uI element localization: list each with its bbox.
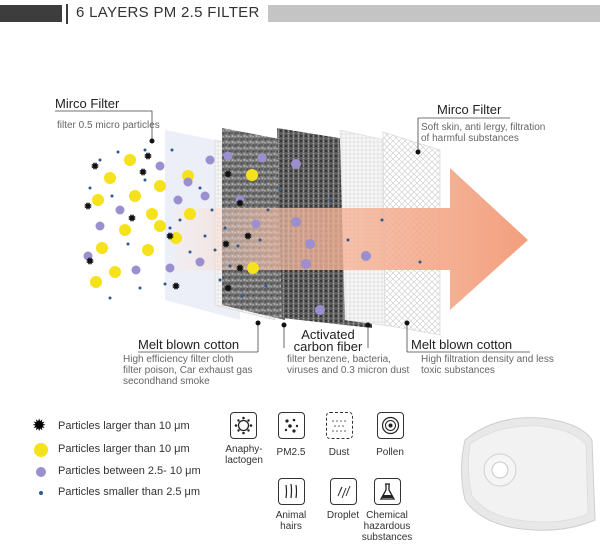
svg-text:✹: ✹ [85,255,94,268]
legend-label: Particles larger than 10 μm [58,443,190,455]
svg-text:✹: ✹ [90,160,99,173]
animal-hairs-label-1: Animal [275,510,307,521]
melt-blown-left-desc-2: filter poison, Car exhaust gas [123,365,253,376]
particles-cloud: ✹✹✹ ✹✹✹ ✹✹✹ ✹✹✹ ✹✹ [83,148,422,315]
svg-text:✹: ✹ [127,212,136,225]
chemical-flask-icon [374,478,401,505]
anaphylactogen-label-2: lactogen [225,455,263,466]
melt-blown-left-title: Melt blown cotton [138,337,240,352]
svg-text:✹: ✹ [165,230,174,243]
pollen-label: Pollen [376,447,404,458]
yellow-dot-icon [34,443,48,457]
micro-filter-right-title: Mirco Filter [437,102,502,117]
micro-filter-right-desc-1: Soft skin, anti lergy, filtration [421,122,546,133]
micro-filter-left-title: Mirco Filter [55,96,120,111]
micro-filter-right-desc-2: of harmful substances [421,133,519,144]
svg-text:✹: ✹ [235,197,244,210]
header-bar-right [268,5,600,22]
chemical-label-1: Chemical [366,510,408,521]
droplet-label: Droplet [326,510,360,521]
legend-label: Particles smaller than 2.5 μm [58,486,201,498]
svg-text:✹: ✹ [235,262,244,275]
carbon-fiber-desc-1: filter benzene, bacteria, [287,354,391,365]
melt-blown-right-title: Melt blown cotton [411,337,513,352]
pm25-icon [278,412,305,439]
chemical-label-2: hazardous [363,521,411,532]
melt-blown-left-desc-3: secondhand smoke [123,376,210,387]
filter-layers-diagram: ✹✹✹ ✹✹✹ ✹✹✹ ✹✹✹ ✹✹ [55,110,530,353]
melt-blown-right-desc-1: High filtration density and less [421,354,554,365]
header-divider [66,4,68,24]
pollen-icon [377,412,404,439]
carbon-fiber-desc-2: viruses and 0.3 micron dust [287,365,410,376]
melt-blown-left-desc-1: High efficiency filter cloth [123,354,234,365]
carbon-fiber-title-2: carbon fiber [293,339,363,354]
page-title: 6 LAYERS PM 2.5 FILTER [76,4,260,21]
gear-particle-icon: ✹ [32,416,47,436]
animal-hairs-icon [278,478,305,505]
micro-filter-left-desc: filter 0.5 micro particles [57,120,160,131]
svg-text:✹: ✹ [171,280,180,293]
anaphylactogen-icon [230,412,257,439]
small-dot-icon [39,491,43,495]
svg-text:✹: ✹ [143,150,152,163]
legend-label: Particles between 2.5- 10 μm [58,465,201,477]
svg-text:✹: ✹ [243,230,252,243]
chemical-label-3: substances [361,532,413,543]
purple-dot-icon [36,467,46,477]
filter-pad-image [461,417,596,531]
carbon-fiber-title-1: Activated [301,327,355,342]
dust-label: Dust [328,447,350,458]
melt-blown-right-desc-2: toxic substances [421,365,495,376]
svg-text:✹: ✹ [83,200,92,213]
animal-hairs-label-2: hairs [280,521,302,532]
svg-text:✹: ✹ [221,238,230,251]
leader-line-micro-left [55,110,153,140]
legend-label: Particles larger than 10 μm [58,420,190,432]
dust-icon [326,412,353,439]
anaphylactogen-label-1: Anaphy- [225,444,263,455]
droplet-icon [330,478,357,505]
airflow-arrow [175,168,528,310]
header-bar-left [0,5,62,22]
svg-text:✹: ✹ [223,168,232,181]
pm25-label: PM2.5 [276,447,306,458]
svg-text:✹: ✹ [138,166,147,179]
svg-text:✹: ✹ [223,282,232,295]
